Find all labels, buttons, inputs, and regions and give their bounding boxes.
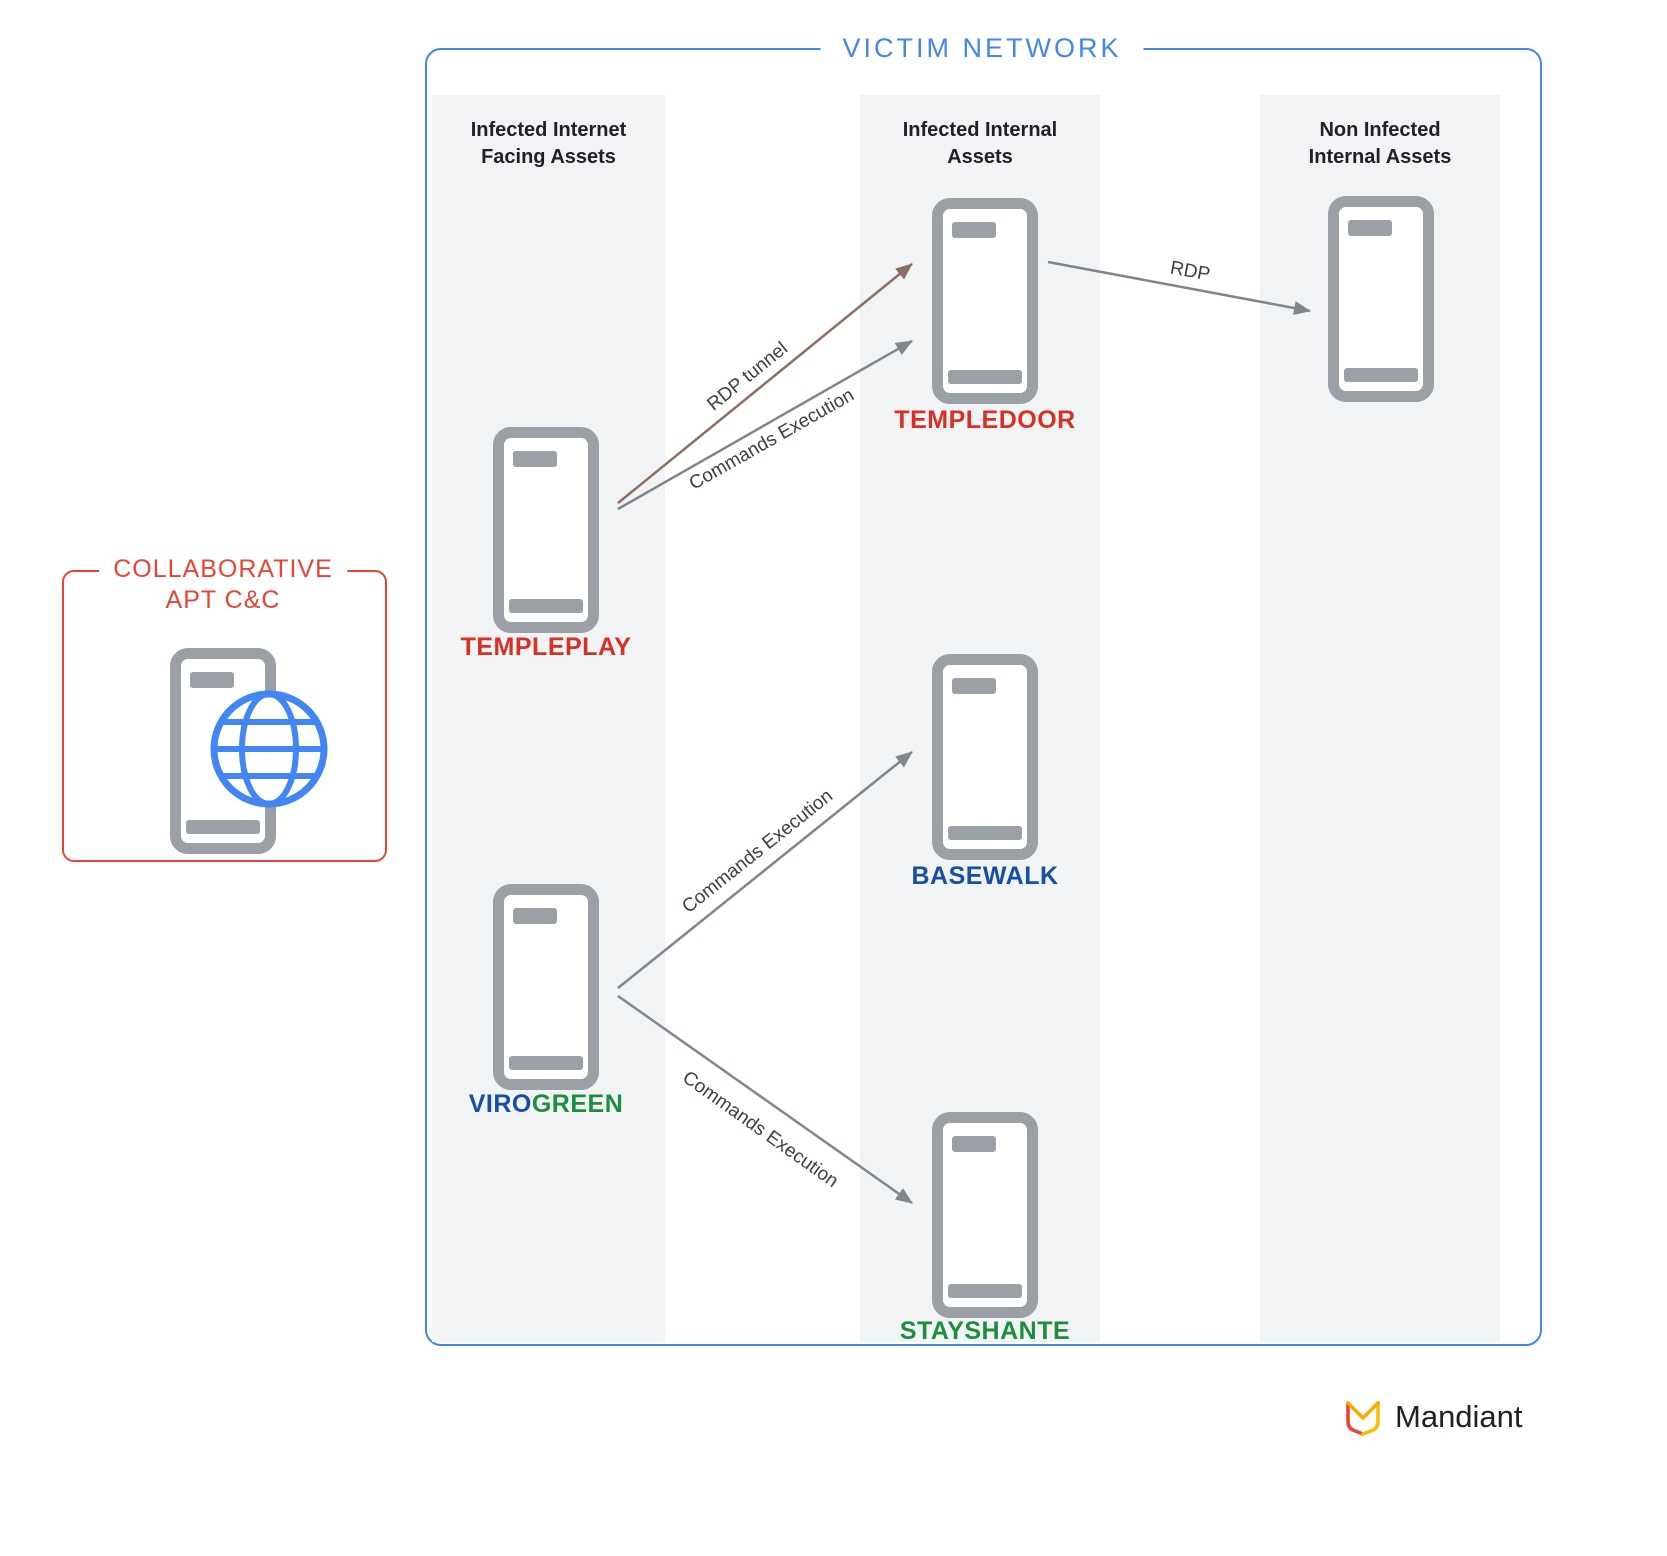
collaborative-apt-cnc-title: COLLABORATIVE APT C&C bbox=[99, 554, 347, 617]
server-virogreen-icon bbox=[493, 884, 599, 1090]
virogreen-label-viro: VIRO bbox=[468, 1090, 532, 1118]
cnc-title-line1: COLLABORATIVE bbox=[113, 555, 333, 583]
server-basewalk-label: BASEWALK bbox=[911, 862, 1059, 890]
virogreen-label-green: GREEN bbox=[531, 1090, 624, 1118]
column-infected-internet-facing: Infected Internet Facing Assets bbox=[432, 95, 665, 1342]
cnc-title-line2: APT C&C bbox=[165, 586, 281, 615]
server-virogreen-label: VIROGREEN bbox=[396, 1090, 696, 1119]
column-header-infected-internal: Infected Internal Assets bbox=[902, 119, 1058, 168]
mandiant-logo-icon bbox=[1346, 1401, 1380, 1436]
server-basewalk-icon bbox=[932, 654, 1038, 860]
server-non-infected-icon bbox=[1328, 196, 1434, 402]
server-templedoor-label: TEMPLEDOOR bbox=[894, 406, 1076, 434]
server-templedoor-icon bbox=[932, 198, 1038, 404]
server-templeplay-label: TEMPLEPLAY bbox=[460, 633, 632, 661]
server-stayshante-label: STAYSHANTE bbox=[899, 1317, 1071, 1345]
column-header-non-infected-internal: Non Infected Internal Assets bbox=[1308, 119, 1452, 168]
globe-icon bbox=[210, 690, 328, 808]
column-header-infected-internet-facing: Infected Internet Facing Assets bbox=[470, 119, 627, 168]
brand-footer: Mandiant bbox=[1342, 1396, 1523, 1438]
victim-network-title: VICTIM NETWORK bbox=[820, 33, 1144, 64]
server-stayshante-icon bbox=[932, 1112, 1038, 1318]
brand-name: Mandiant bbox=[1395, 1399, 1523, 1434]
server-templeplay-icon bbox=[493, 427, 599, 633]
